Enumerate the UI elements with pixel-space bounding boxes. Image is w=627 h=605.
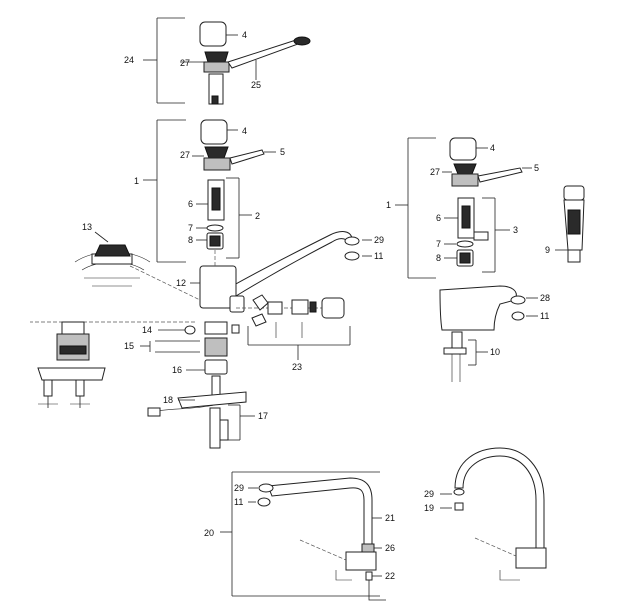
basin-tap-body	[439, 285, 538, 382]
callout-4: 4	[242, 30, 247, 40]
callout-29: 29	[234, 483, 244, 493]
callout-15: 15	[124, 341, 134, 351]
callout-24: 24	[124, 55, 134, 65]
tap-body-with-spout	[30, 231, 372, 323]
callout-13: 13	[82, 222, 92, 232]
callout-27: 27	[180, 58, 190, 68]
callout-9: 9	[545, 245, 550, 255]
callout-6: 6	[436, 213, 441, 223]
callout-23: 23	[292, 362, 302, 372]
callout-22: 22	[385, 571, 395, 581]
callout-20: 20	[204, 528, 214, 538]
callout-16: 16	[172, 365, 182, 375]
callout-14: 14	[142, 325, 152, 335]
callout-4: 4	[242, 126, 247, 136]
callout-11: 11	[234, 497, 243, 507]
callout-1: 1	[134, 176, 139, 186]
callout-29: 29	[374, 235, 384, 245]
callout-4: 4	[490, 143, 495, 153]
basin-tap-cartridge	[395, 137, 532, 279]
callout-28: 28	[540, 293, 550, 303]
callout-7: 7	[436, 239, 441, 249]
callout-18: 18	[163, 395, 173, 405]
callout-3: 3	[513, 225, 518, 235]
callout-1: 1	[386, 200, 391, 210]
callout-19: 19	[424, 503, 434, 513]
callout-5: 5	[280, 147, 285, 157]
callout-27: 27	[430, 167, 440, 177]
hose-connector-set	[247, 294, 351, 360]
temperature-limiter-detail	[74, 231, 201, 301]
callout-11: 11	[374, 251, 383, 261]
callout-8: 8	[436, 253, 441, 263]
callout-2: 2	[255, 211, 260, 221]
hand-shower	[555, 185, 585, 263]
callout-25: 25	[251, 80, 261, 90]
base-mounting-view	[37, 321, 106, 408]
callout-17: 17	[258, 411, 268, 421]
callout-21: 21	[385, 513, 395, 523]
lever-handle-assembly	[143, 17, 311, 105]
callout-29: 29	[424, 489, 434, 499]
pull-out-spout-variant	[220, 471, 386, 601]
callout-11: 11	[540, 311, 549, 321]
callout-26: 26	[385, 543, 395, 553]
base-mounting-parts	[140, 321, 255, 449]
callout-8: 8	[188, 235, 193, 245]
callout-5: 5	[534, 163, 539, 173]
callout-12: 12	[176, 278, 186, 288]
high-swivel-spout-variant	[440, 447, 547, 581]
callout-7: 7	[188, 223, 193, 233]
cartridge-assembly-main	[143, 119, 276, 263]
callout-6: 6	[188, 199, 193, 209]
callout-10: 10	[490, 347, 500, 357]
callout-27: 27	[180, 150, 190, 160]
